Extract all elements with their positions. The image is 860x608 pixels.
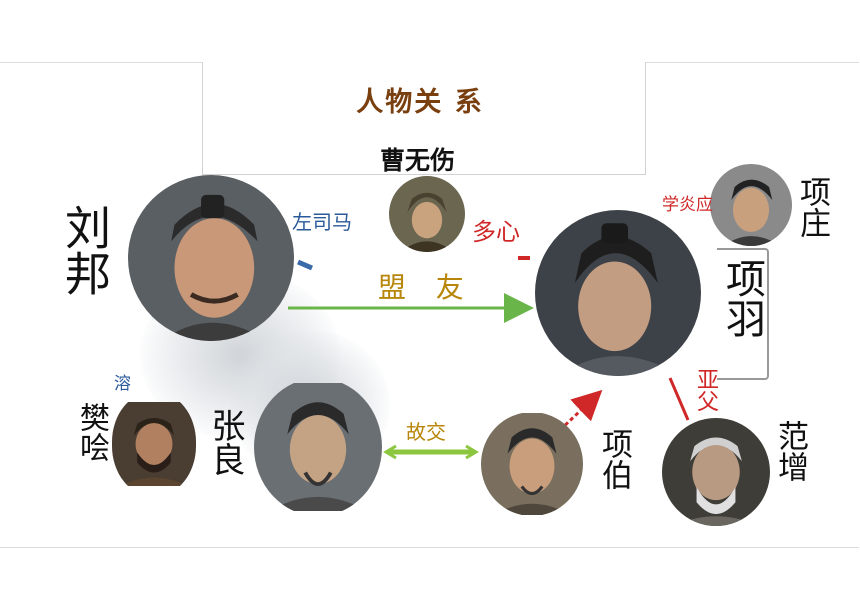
fankuai-name: 樊哙 <box>74 402 109 462</box>
face-icon <box>254 383 382 511</box>
xiangyu-portrait <box>535 210 701 376</box>
xiangyu-bracket <box>717 248 769 380</box>
xiangbo-name: 项伯 <box>596 428 632 490</box>
face-icon <box>662 418 770 526</box>
fanzeng-portrait <box>662 418 770 526</box>
fanzeng-name: 范增 <box>772 420 808 482</box>
liubang-blue-mark <box>297 259 313 271</box>
relation-yafu: 亚父 <box>693 368 718 412</box>
relation-mengyou: 盟 友 <box>378 271 468 304</box>
zhangliang-portrait <box>254 378 382 516</box>
xiangzhuang-portrait <box>710 164 792 246</box>
relation-rong: 溶 <box>114 374 131 394</box>
xiangzhuang-name: 项庄 <box>794 176 830 238</box>
relation-xueyanying: 学炎应 <box>662 195 713 215</box>
xiangbo-portrait <box>481 412 583 516</box>
liubang-portrait <box>128 175 294 341</box>
face-icon <box>535 210 701 376</box>
face-icon <box>481 413 583 515</box>
relation-gujiao: 故交 <box>406 420 446 444</box>
relation-zuosima: 左司马 <box>292 210 352 234</box>
xiangbo-to-xiangyu-arrow <box>558 389 603 432</box>
relation-duoxin: 多心 <box>472 218 520 246</box>
zhangliang-name: 张良 <box>205 408 245 476</box>
old-friend-arrow-left <box>383 444 397 460</box>
face-icon <box>112 402 196 486</box>
face-icon <box>128 175 294 341</box>
liubang-name: 刘邦 <box>58 204 112 296</box>
old-friend-arrow-right <box>465 444 479 460</box>
caowushang-name: 曹无伤 <box>380 146 456 175</box>
fanzeng-to-xiangyu-line <box>668 377 690 421</box>
caowushang-portrait <box>389 176 465 252</box>
title-box <box>202 62 646 175</box>
face-icon <box>389 176 465 252</box>
face-icon <box>710 164 792 246</box>
diagram-title: 人物关 系 <box>356 87 484 118</box>
fankuai-portrait <box>112 392 196 496</box>
xiangyu-name: 项羽 <box>719 258 765 338</box>
